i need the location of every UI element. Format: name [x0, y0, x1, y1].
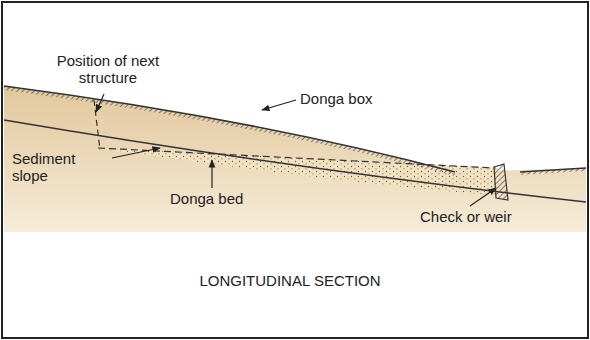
leader-line: [262, 100, 296, 110]
part-label: Donga bed: [170, 190, 243, 207]
soil-fill: [4, 86, 586, 232]
sediment-slope-line: [98, 148, 494, 168]
donga-bed-line: [4, 120, 586, 202]
sediment-dots: [98, 148, 498, 196]
leader-line: [96, 94, 104, 112]
sediment-fill: [98, 148, 498, 196]
leader-line: [112, 148, 160, 158]
part-label: Check or weir: [420, 208, 512, 225]
part-label: Sediment slope: [12, 150, 92, 184]
downstream-hatching: [520, 168, 586, 175]
next-structure-line: [94, 100, 100, 150]
part-label: Position of next structure: [38, 52, 178, 86]
check-weir: [494, 164, 508, 200]
caption: LONGITUDINAL SECTION: [199, 272, 380, 289]
leader-line: [211, 160, 212, 188]
part-label: Donga box: [300, 90, 373, 107]
leader-line: [470, 188, 496, 206]
